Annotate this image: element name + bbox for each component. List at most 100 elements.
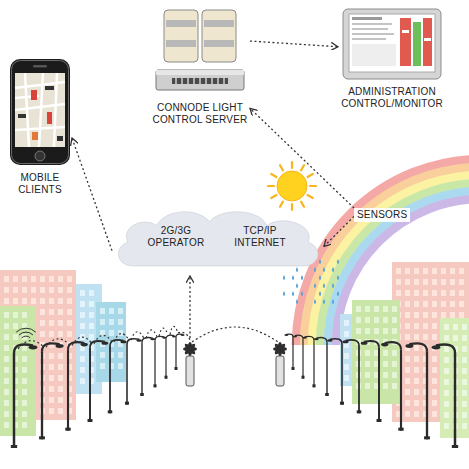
buildings-part-part [67,320,72,326]
phone-icon [9,58,71,166]
street-lamp-part-part [341,344,343,405]
buildings-part-part [432,389,437,395]
sun-part [301,165,304,170]
street-lamp-part [108,340,127,414]
buildings-part-part [89,323,94,329]
buildings-part-part [432,301,437,307]
monitor-icon-part [349,14,435,72]
rain-drops-part [337,259,339,264]
wireless-link-part [72,337,92,345]
sun-part [310,185,316,187]
buildings-part-part [444,412,449,418]
buildings-part-part [4,312,9,318]
buildings-part-part [58,320,63,326]
buildings-part-part [49,276,54,282]
rain-drops-part [337,275,339,280]
sun [268,162,316,210]
buildings-part-part [31,298,36,304]
street-lamp-part-part [302,339,303,379]
buildings-part-part [109,330,114,336]
street-lamp-part-part [312,384,315,387]
server-icon-part [156,70,244,75]
buildings-part-part [31,276,36,282]
buildings-part-part [432,323,437,329]
buildings-part-part [392,317,397,323]
buildings-part-part [22,287,27,293]
street-lamp-part-part [276,356,284,386]
buildings-part-part [67,276,72,282]
wireless-link-part [16,328,36,332]
street-lamp-part-part [136,339,142,342]
rain-drops-part [296,267,298,272]
buildings-part-part [22,367,27,373]
buildings-part-part [22,345,27,351]
street-lamp-part-part [126,344,128,405]
rain-drops-part [319,291,321,296]
street-lamp-part-part [101,342,108,345]
street-lamp-part [125,339,142,405]
buildings-part-part [459,312,464,318]
buildings-part-part [414,411,419,417]
buildings-part-part [414,389,419,395]
server-icon-part [176,78,224,84]
buildings-part-part [67,298,72,304]
buildings-part-part [49,386,54,392]
buildings-part-part [100,308,105,314]
buildings-part-part [392,383,397,389]
street-lamp-part-part [89,348,91,422]
buildings-part-part [383,306,388,312]
buildings-part-part [462,368,467,374]
buildings-part-part [392,372,397,378]
street-lamp-part-part [400,349,402,430]
buildings-part-part [100,319,105,325]
server-icon-part [204,20,234,27]
wireless-link-part [19,332,33,335]
buildings-part-part [4,378,9,384]
node-label: SENSORS [357,209,407,221]
buildings-part-part [462,335,467,341]
buildings-part-part [365,383,370,389]
buildings-part-part [22,389,27,395]
buildings-part-part [40,287,45,293]
dashed-arrow [250,108,354,208]
buildings-part-part [414,356,419,362]
buildings-part-part [356,328,361,334]
cloud-shape-part [118,212,318,266]
buildings-part-part [4,367,9,373]
sun-part [280,165,283,170]
street-lamp-part [88,341,109,422]
buildings-part-part [374,306,379,312]
rain-drops-part [319,275,321,280]
buildings-part-part [89,312,94,318]
wireless-link-part [178,332,190,340]
street-lamp-part [432,344,458,448]
street-lamp-part-part [358,346,360,413]
buildings-part-part [89,290,94,296]
buildings-part-part [22,422,27,428]
wireless-link-part [192,327,278,342]
wireless-link-part [114,334,129,342]
buildings-part-part [444,357,449,363]
buildings-part-part [392,350,397,356]
rain-drops-part [323,283,325,288]
buildings-part-part [383,361,388,367]
street-lamp-part [65,342,88,431]
buildings-part-part [462,346,467,352]
buildings-part-part [450,290,455,296]
buildings-part-part [118,308,123,314]
rain-drops-part [314,283,316,288]
buildings-part-part [80,301,85,307]
buildings-part-part [58,353,63,359]
street-lamp-part-part [292,367,295,370]
buildings-part-part [22,276,27,282]
server-icon-part [156,70,244,90]
buildings-part-part [4,411,9,417]
buildings-part-part [4,345,9,351]
buildings-part-part [13,323,18,329]
street-lamp-part-part [426,351,428,439]
street-lamp-part-part [67,349,69,430]
street-lamp-part-part [432,345,441,349]
street-lamp-part-part [39,436,45,439]
buildings-part-part [13,287,18,293]
rain-drops-part [301,291,303,296]
